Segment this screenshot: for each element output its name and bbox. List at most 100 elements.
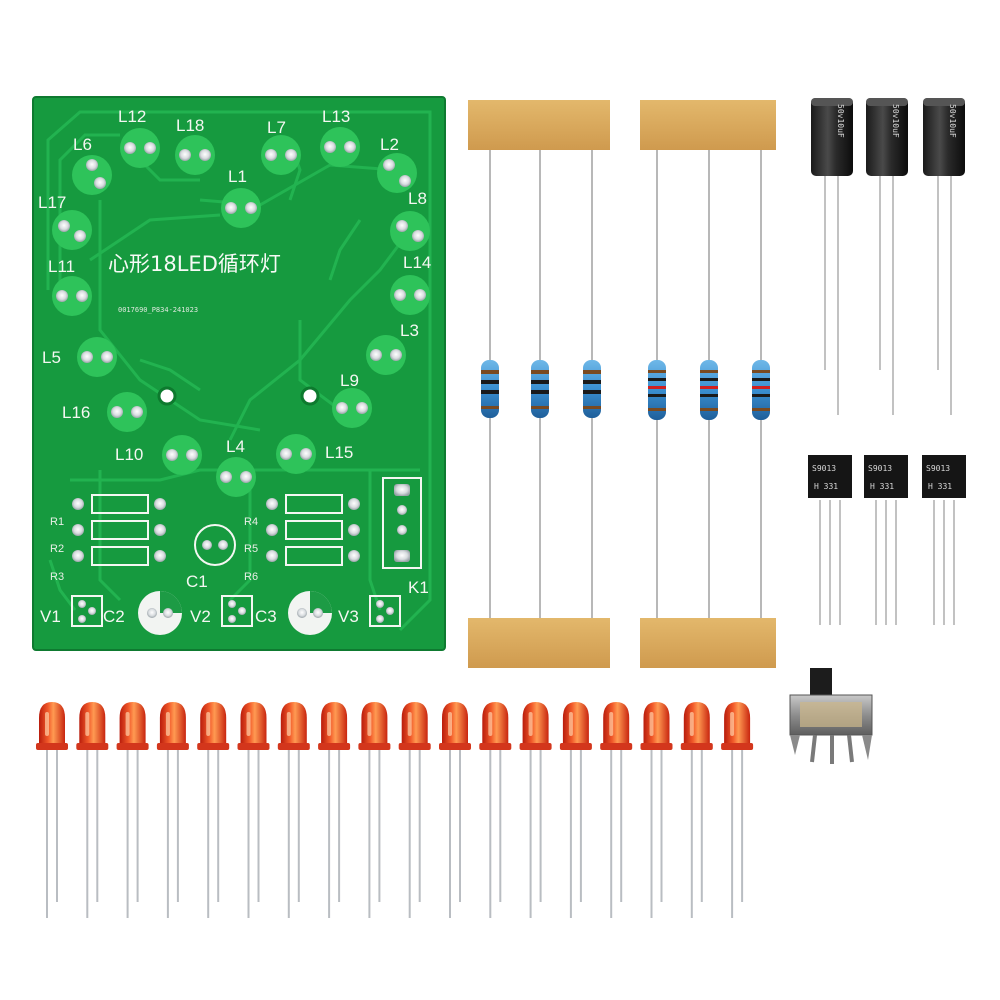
led-footprint-l6: [72, 155, 112, 195]
cap-footprint-c3: [288, 591, 332, 635]
label-l11: L11: [48, 257, 75, 276]
mounting-hole-left: [157, 386, 177, 406]
tape-top-left: [468, 100, 610, 150]
red-led-row: [36, 702, 754, 918]
label-l8: L8: [408, 189, 427, 208]
red-led: [600, 702, 633, 918]
switch-actuator: [810, 668, 832, 698]
capacitor-body: 50v10uF: [923, 98, 965, 176]
resistor-body: [752, 360, 770, 420]
led-footprint-l15: [276, 434, 316, 474]
label-r6: R6: [244, 571, 258, 583]
red-led: [640, 702, 673, 918]
led-footprint-l14: [390, 275, 430, 315]
tape-bottom-left: [468, 618, 610, 668]
transistor-footprint-v1: [71, 595, 103, 627]
slide-switch: [789, 668, 873, 764]
red-led: [197, 702, 230, 918]
led-footprint-l13: [320, 127, 360, 167]
capacitor-print: 50v10uF: [891, 104, 900, 138]
label-r2: R2: [50, 543, 64, 555]
led-footprints: [52, 127, 430, 497]
red-led: [559, 702, 592, 918]
resistor-strip-left: [468, 100, 610, 668]
tape-bottom-right: [640, 618, 776, 668]
led-footprint-l9: [332, 388, 372, 428]
label-l2: L2: [380, 135, 399, 154]
label-l17: L17: [38, 193, 66, 212]
led-footprint-l18: [175, 135, 215, 175]
label-l18: L18: [176, 116, 204, 135]
red-led: [439, 702, 471, 918]
label-v2: V2: [190, 607, 211, 626]
red-led: [36, 702, 68, 918]
transistor-body: S9013 H 331: [864, 455, 908, 498]
transistor-marking: S9013: [812, 464, 836, 473]
capacitor-print: 50v10uF: [836, 104, 845, 138]
led-footprint-l17: [52, 210, 92, 250]
label-c3: C3: [255, 607, 277, 626]
red-led: [680, 702, 713, 918]
led-footprint-l16: [107, 392, 147, 432]
label-v1: V1: [40, 607, 61, 626]
label-c2: C2: [103, 607, 125, 626]
red-led: [358, 702, 391, 918]
led-footprint-l5: [77, 337, 117, 377]
electrolytic-capacitors: 50v10uF 50v10uF 50v10uF: [811, 98, 965, 415]
red-led: [398, 702, 431, 918]
resistor-body: [583, 360, 601, 418]
label-l16: L16: [62, 403, 90, 422]
red-led: [237, 702, 270, 918]
red-led: [76, 702, 109, 918]
resistor-footprints: [91, 494, 343, 566]
resistor-body: [481, 360, 499, 418]
red-led: [721, 702, 754, 918]
capacitor-body: 50v10uF: [866, 98, 908, 176]
transistor-marking: S9013: [868, 464, 892, 473]
switch-footprint-k1: [382, 477, 422, 569]
resistor-body: [531, 360, 549, 418]
label-l7: L7: [267, 118, 286, 137]
transistor-footprint-v3: [369, 595, 401, 627]
red-led: [318, 702, 351, 918]
label-l12: L12: [118, 107, 146, 126]
label-l5: L5: [42, 348, 61, 367]
label-l3: L3: [400, 321, 419, 340]
red-led: [519, 702, 552, 918]
transistor-body: S9013 H 331: [922, 455, 966, 498]
red-led: [277, 702, 310, 918]
label-l6: L6: [73, 135, 92, 154]
label-l9: L9: [340, 371, 359, 390]
label-l15: L15: [325, 443, 353, 462]
resistor-body: [700, 360, 718, 420]
cap-footprint-c2: [138, 591, 182, 635]
capacitor-body: 50v10uF: [811, 98, 853, 176]
label-l14: L14: [403, 253, 431, 272]
red-led: [116, 702, 149, 918]
led-footprint-l12: [120, 128, 160, 168]
label-v3: V3: [338, 607, 359, 626]
label-r3: R3: [50, 571, 64, 583]
board-serial: 0017690_P834-241023: [118, 306, 198, 314]
label-r1: R1: [50, 516, 64, 528]
red-led: [479, 702, 512, 918]
cap-footprint-c1: [194, 524, 236, 566]
led-footprint-l8: [390, 211, 430, 251]
resistor-strip-right: [640, 100, 776, 668]
led-footprint-l4: [216, 457, 256, 497]
tape-top-right: [640, 100, 776, 150]
led-footprint-l7: [261, 135, 301, 175]
resistor-body: [648, 360, 666, 420]
label-l10: L10: [115, 445, 143, 464]
transistors: S9013 H 331 S9013 H 331 S9013 H 331: [808, 455, 966, 625]
label-c1: C1: [186, 572, 208, 591]
label-l1: L1: [228, 167, 247, 186]
label-r4: R4: [244, 516, 258, 528]
led-footprint-l2: [377, 153, 417, 193]
label-l13: L13: [322, 107, 350, 126]
pcb-board: 心形18LED循环灯 0017690_P834-241023 L12 L18: [32, 96, 446, 651]
label-l4: L4: [226, 437, 245, 456]
label-k1: K1: [408, 578, 429, 597]
led-footprint-l11: [52, 276, 92, 316]
